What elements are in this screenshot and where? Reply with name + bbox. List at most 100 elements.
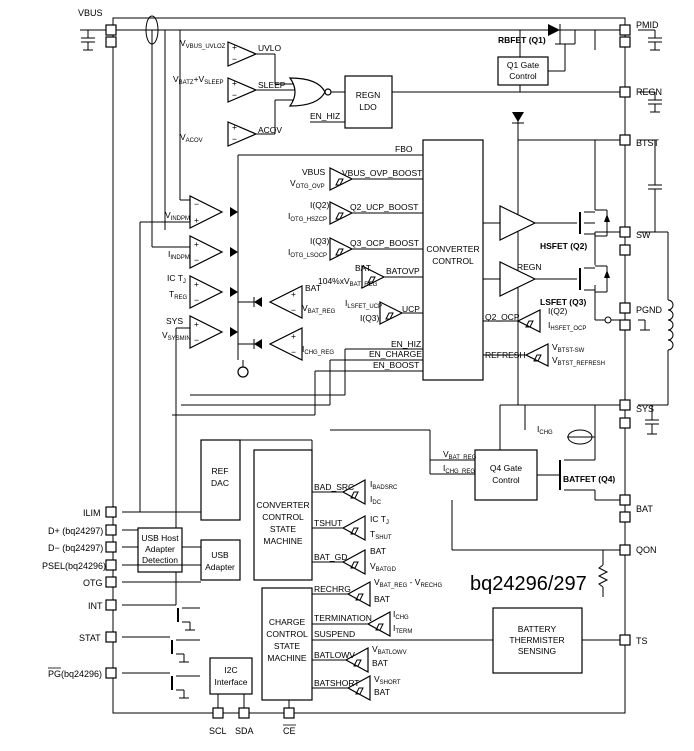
- ts-line3: SENSING: [518, 646, 556, 656]
- pin-sda: SDA: [235, 726, 254, 736]
- q1-gate-control: [497, 56, 549, 86]
- vacov-label: VACOV: [180, 132, 203, 144]
- q4-gate-line1: Q4 Gate: [490, 463, 522, 473]
- csm-line3: STATE: [270, 524, 296, 534]
- vbus-uvloz-label: VVBUS_UVLOZ: [180, 38, 226, 50]
- pin-pmid: PMID: [636, 20, 659, 30]
- svg-text:+: +: [291, 331, 296, 341]
- votg-ovp-label: VOTG_OVP: [290, 178, 325, 190]
- ref-dac-line1: REF: [212, 466, 229, 476]
- usb-host-line2: Adapter: [145, 544, 175, 554]
- chsm-line2: CONTROL: [266, 629, 308, 639]
- svg-text:−: −: [232, 134, 237, 144]
- power-path-wires: [113, 29, 625, 551]
- hsfet-q2: [575, 209, 610, 237]
- pin-stat: STAT: [79, 633, 101, 643]
- iotg-hszcp-label: IOTG_HSZCP: [288, 211, 327, 223]
- int-fet: [177, 607, 200, 631]
- svg-text:+: +: [194, 215, 199, 225]
- vbtst-sw-label: VBTST-SW: [552, 342, 585, 354]
- ichg-reg-label: ICHG_REG: [302, 344, 334, 356]
- lsfet-label: LSFET (Q3): [540, 297, 586, 307]
- part-number: bq24296/297: [470, 573, 587, 595]
- comparator-q3-ocp: Q3_OCP_BOOST: [329, 237, 423, 261]
- tshut-ref-label: TSHUT: [370, 529, 392, 541]
- battery-thermistor-block: [492, 607, 583, 674]
- vindpm-label: VINDPM: [165, 210, 190, 222]
- svg-text:+: +: [194, 279, 199, 289]
- q4-gate-control: [474, 449, 538, 501]
- comparator-batlowv: [312, 646, 369, 674]
- amp-ichg-reg: +−: [253, 327, 303, 361]
- regn-driver-label: REGN: [517, 262, 542, 272]
- hsfet-label: HSFET (Q2): [540, 241, 587, 251]
- csm-line2: CONTROL: [262, 512, 304, 522]
- comparator-vbus-ovp: VBUS_OVP_BOOST: [329, 167, 423, 191]
- svg-text:−: −: [232, 90, 237, 100]
- ichg-sense-icon: [567, 429, 593, 445]
- pin-regn: REGN: [636, 87, 662, 97]
- q1-gate-line2: Control: [509, 71, 537, 81]
- pin-vbus: VBUS: [78, 8, 103, 18]
- bat-rechrg-signal: BAT: [374, 594, 390, 604]
- ict-label: IC TJ: [167, 273, 186, 285]
- vshort-label: VSHORT: [374, 674, 401, 686]
- bat-reg-signal: BAT: [305, 283, 321, 293]
- i2c-line1: I2C: [224, 665, 237, 675]
- treg-label: TREG: [169, 289, 188, 301]
- pin-sys: SYS: [636, 404, 654, 414]
- svg-text:+: +: [291, 289, 296, 299]
- en-hiz-cc-label: EN_HIZ: [391, 339, 421, 349]
- vbat-reg-label: VBAT_REG: [302, 303, 336, 315]
- pin-bat: BAT: [636, 504, 653, 514]
- batshort-label: BATSHORT: [314, 678, 360, 688]
- bat-gd-signal: BAT: [370, 546, 386, 556]
- vbus-signal: VBUS: [302, 167, 325, 177]
- idc-label: IDC: [370, 494, 382, 506]
- ref-dac-line2: DAC: [211, 478, 229, 488]
- svg-text:−: −: [291, 347, 296, 357]
- bat-lowv-signal: BAT: [372, 658, 388, 668]
- tj-label: IC TJ: [370, 514, 389, 526]
- q4-gate-line2: Control: [492, 475, 520, 485]
- pin-ce: CE: [283, 726, 296, 736]
- regn-ldo-line1: REGN: [356, 90, 381, 100]
- svg-text:Q2_UCP_BOOST: Q2_UCP_BOOST: [350, 202, 419, 212]
- svg-text:UCP: UCP: [402, 304, 420, 314]
- chsm-line1: CHARGE: [269, 617, 306, 627]
- i2c-interface-block: [209, 657, 253, 695]
- vbus-cap: [80, 15, 159, 51]
- en-hiz-label: EN_HIZ: [310, 111, 340, 121]
- comparator-rechrg: [312, 580, 371, 608]
- vbatlowv-label: VBATLOWV: [372, 644, 407, 656]
- csm-line1: CONVERTER: [256, 500, 309, 510]
- en-charge-label: EN_CHARGE: [369, 349, 422, 359]
- chsm-line4: MACHINE: [267, 653, 307, 663]
- vbatz-label: VBATZ+VSLEEP: [173, 74, 224, 86]
- pin-ilim: ILIM: [83, 508, 101, 518]
- batlowv-label: BATLOWV: [314, 650, 355, 660]
- iq3-ucp-label: I(Q3): [360, 313, 380, 323]
- vbtst-refresh-label: VBTST_REFRESH: [552, 355, 605, 367]
- vbat-reg-rechg-label: VBAT_REG - VRECHG: [374, 577, 442, 589]
- lsfet-q3: [575, 265, 610, 293]
- batfet-label: BATFET (Q4): [563, 474, 615, 484]
- svg-text:−: −: [194, 199, 199, 209]
- fbo-label: FBO: [395, 144, 413, 154]
- pins-bottom: [212, 707, 295, 719]
- vsysmin-label: VSYSMIN: [162, 330, 191, 342]
- comparator-ucp: UCP: [379, 301, 423, 325]
- pin-pgnd: PGND: [636, 305, 663, 315]
- gnd-ref-icon: [237, 366, 249, 378]
- ichg-term-label: ICHG: [393, 609, 409, 621]
- pin-dplus: D+ (bq24297): [48, 526, 103, 536]
- usb-adapter-block: [200, 539, 241, 581]
- svg-text:Q3_OCP_BOOST: Q3_OCP_BOOST: [350, 238, 419, 248]
- pin-pg: PG(bq24296): [48, 669, 102, 679]
- ichg-reg-q4-label: ICHG_REG: [443, 463, 475, 475]
- en-boost-label: EN_BOOST: [373, 360, 419, 370]
- external-components: [597, 29, 674, 597]
- iotg-lsocp-label: IOTG_LSOCP: [288, 247, 327, 259]
- nor-gate: [288, 77, 326, 107]
